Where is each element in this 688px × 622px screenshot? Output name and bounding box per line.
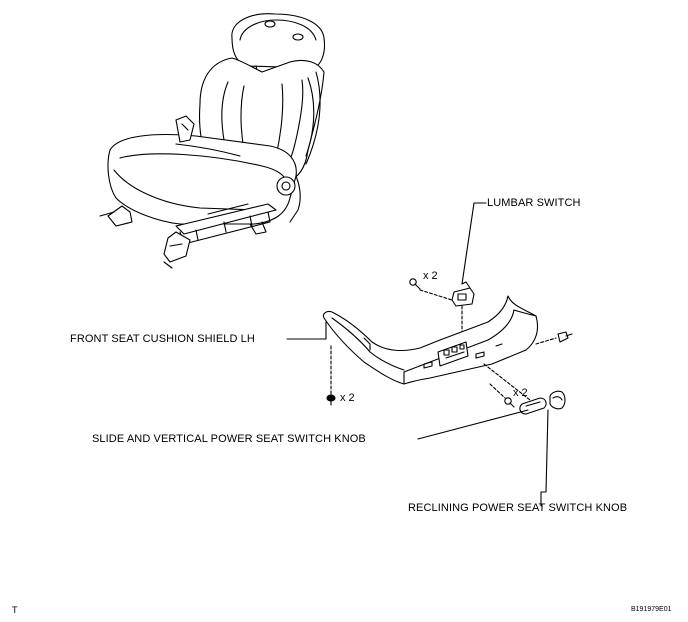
- cushion-shield-leader: [287, 322, 326, 339]
- clip-right: [558, 332, 572, 342]
- clip-right-dashline: [536, 338, 556, 344]
- reclining-knob-part: [550, 391, 565, 409]
- slide-vertical-knob-label: SLIDE AND VERTICAL POWER SEAT SWITCH KNO…: [92, 433, 366, 445]
- reclining-knob-leader: [541, 410, 548, 506]
- screw-top: [410, 279, 420, 289]
- screw-top-dashline: [420, 290, 452, 300]
- screw-bottom: [505, 398, 514, 407]
- clip-left-quantity: x 2: [340, 392, 355, 404]
- reclining-knob-label: RECLINING POWER SEAT SWITCH KNOB: [408, 502, 628, 514]
- screws-bottom-quantity: x 2: [513, 387, 528, 399]
- corner-mark-left: T: [12, 605, 18, 615]
- front-seat-illustration: [100, 14, 325, 268]
- lumbar-switch-leader: [462, 203, 486, 284]
- front-seat-cushion-shield-label: FRONT SEAT CUSHION SHIELD LH: [70, 333, 255, 345]
- clip-left: [327, 395, 335, 405]
- seat-cushion-shield-part: [323, 296, 537, 384]
- lumbar-switch-part: [452, 282, 474, 306]
- shield-slide-knob-dashline: [484, 364, 530, 400]
- screws-top-quantity: x 2: [423, 270, 438, 282]
- screw-bottom-dashline: [490, 384, 505, 398]
- slide-knob-leader: [418, 410, 528, 439]
- lumbar-switch-label: LUMBAR SWITCH: [487, 197, 581, 209]
- illustration-code: B191979E01: [631, 606, 672, 613]
